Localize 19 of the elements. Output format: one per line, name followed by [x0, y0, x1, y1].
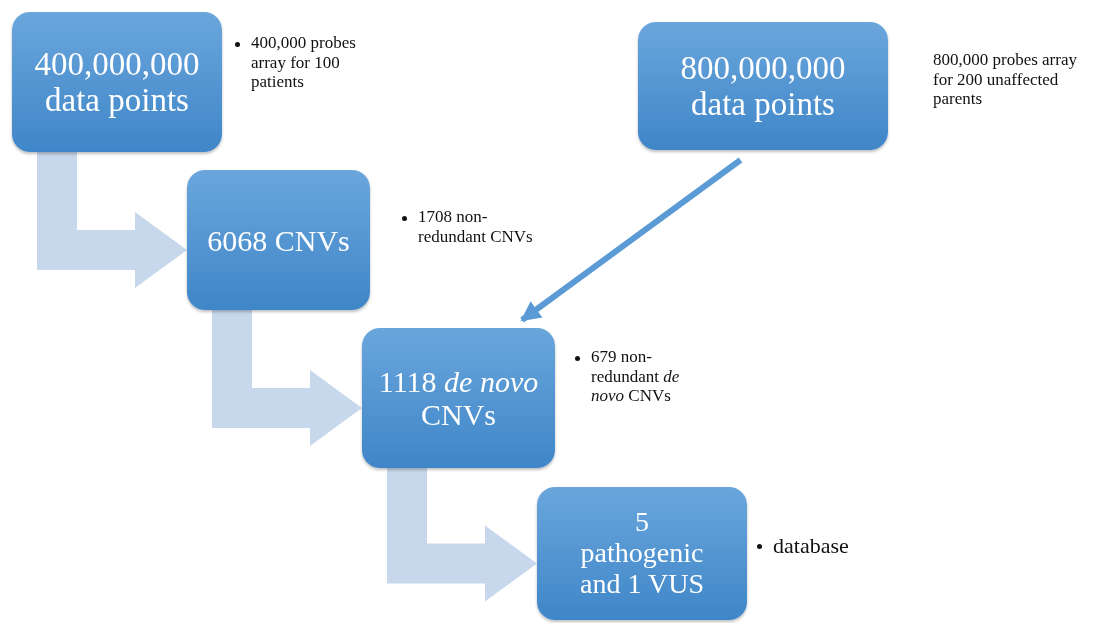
box-label: 1118 de novo CNVs — [377, 365, 540, 431]
bullet-note: 679 non-redundant de novo CNVs — [573, 347, 706, 406]
arrow — [520, 157, 743, 323]
box-label: 6068 CNVs — [207, 223, 350, 257]
side-note: 800,000 probes array for 200 unaffected parents — [933, 50, 1078, 109]
process-box — [362, 328, 555, 468]
arrow — [387, 468, 537, 602]
process-box — [12, 12, 222, 152]
bullet-note: 1708 non-redundant CNVs — [400, 207, 533, 247]
arrow — [37, 152, 187, 288]
process-box — [537, 487, 747, 620]
bullet-note: 400,000 probes array for 100 patients — [233, 33, 369, 92]
arrow — [212, 310, 362, 446]
box-label: 400,000,000 data points — [33, 45, 201, 119]
process-box — [187, 170, 370, 310]
process-box — [638, 22, 888, 150]
box-label: 5 pathogenic and 1 VUS — [579, 507, 705, 600]
bullet-note: database — [755, 533, 933, 559]
box-label: 800,000,000 data points — [679, 49, 847, 123]
